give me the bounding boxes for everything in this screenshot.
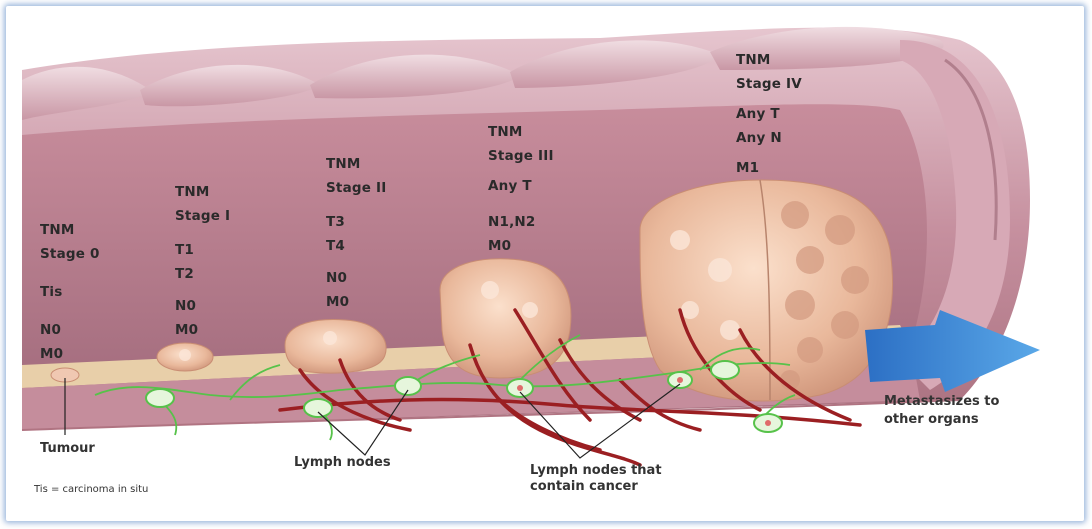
stage-0-line: N0 xyxy=(40,318,100,342)
metastasis-line: other organs xyxy=(884,411,999,429)
footnote: Tis = carcinoma in situ xyxy=(34,484,148,495)
cancer-spot xyxy=(677,377,683,383)
stage-2-label: TNM Stage II T3 T4 N0 M0 xyxy=(326,152,386,314)
stage-4-line: Any T xyxy=(736,102,802,126)
metastasis-line: Metastasizes to xyxy=(884,393,999,411)
stage-1-line: TNM xyxy=(175,180,230,204)
stage-3-label: TNM Stage III Any T N1,N2 M0 xyxy=(488,120,554,258)
stage-3-line: N1,N2 xyxy=(488,210,554,234)
stage-2-line: M0 xyxy=(326,290,386,314)
stage-3-line: TNM xyxy=(488,120,554,144)
stage-1-line: T2 xyxy=(175,262,230,286)
stage-4-line: TNM xyxy=(736,48,802,72)
stage-4-line: M1 xyxy=(736,156,802,180)
lymph-nodes-label: Lymph nodes xyxy=(294,455,391,471)
stage-1-label: TNM Stage I T1 T2 N0 M0 xyxy=(175,180,230,342)
cancer-spot xyxy=(517,385,523,391)
stage-1-line: N0 xyxy=(175,294,230,318)
lymph-node xyxy=(146,389,174,407)
stage-4-label: TNM Stage IV Any T Any N M1 xyxy=(736,48,802,180)
lymph-node xyxy=(711,361,739,379)
lymph-nodes-cancer-line: Lymph nodes that xyxy=(530,463,662,479)
metastasis-label: Metastasizes to other organs xyxy=(884,393,999,429)
stage-2-line: N0 xyxy=(326,266,386,290)
lymph-node xyxy=(304,399,332,417)
stage-3-line: Stage III xyxy=(488,144,554,168)
lymph-nodes-cancer-line: contain cancer xyxy=(530,479,662,495)
stage-2-line: TNM xyxy=(326,152,386,176)
tumour-label: Tumour xyxy=(40,441,95,457)
stage-1-line: M0 xyxy=(175,318,230,342)
stage-2-line: T3 xyxy=(326,210,386,234)
lymph-nodes-cancer-label: Lymph nodes that contain cancer xyxy=(530,463,662,495)
cancer-spot xyxy=(765,420,771,426)
stage-4-line: Any N xyxy=(736,126,802,150)
stage-4-line: Stage IV xyxy=(736,72,802,96)
tumour-stage2 xyxy=(285,320,386,373)
stage-2-line: T4 xyxy=(326,234,386,258)
stage-2-line: Stage II xyxy=(326,176,386,200)
lymph-node xyxy=(395,377,421,395)
stage-0-line: Tis xyxy=(40,280,100,304)
stage-0-label: TNM Stage 0 Tis N0 M0 xyxy=(40,218,100,366)
stage-3-line: Any T xyxy=(488,174,554,198)
stage-0-line: M0 xyxy=(40,342,100,366)
stage-0-line: Stage 0 xyxy=(40,242,100,266)
stage-1-line: Stage I xyxy=(175,204,230,228)
stage-1-line: T1 xyxy=(175,238,230,262)
stage-0-line: TNM xyxy=(40,218,100,242)
stage-3-line: M0 xyxy=(488,234,554,258)
